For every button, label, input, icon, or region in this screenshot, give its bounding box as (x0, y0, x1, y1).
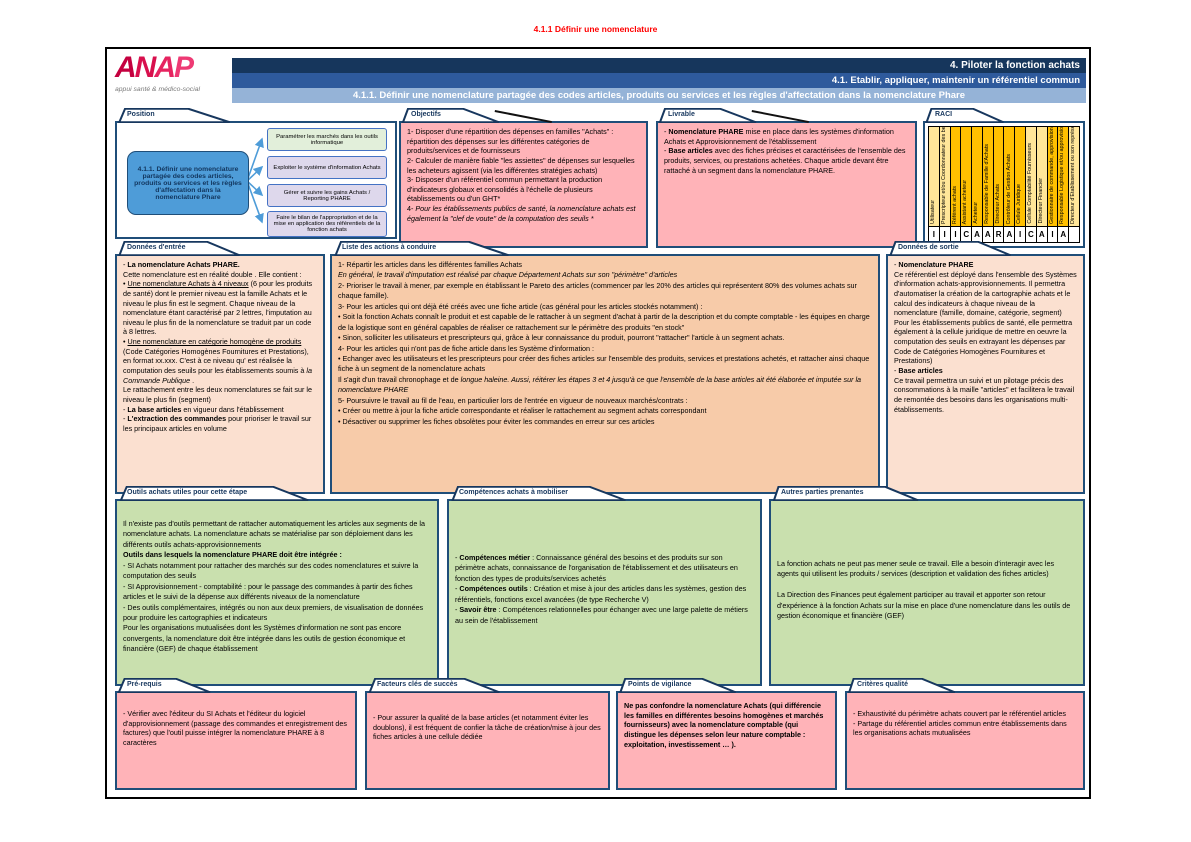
tab-vigilance: Points de vigilance (618, 678, 738, 693)
tab-donnees-entree: Données d'entrée (117, 241, 242, 256)
flow-arrows (246, 137, 264, 224)
flow-box-bilan-appropriation: Faire le bilan de l'appropriation et de … (267, 211, 387, 237)
raci-column: Prescripteur et/ou Coordonnateur des bes… (939, 127, 951, 242)
tab-prerequis: Pré-requis (117, 678, 212, 693)
tab-raci: RACI (925, 108, 1005, 123)
position-main-box: 4.1.1. Définir une nomenclature partagée… (127, 151, 249, 215)
tab-donnees-sortie: Données de sortie (888, 241, 1013, 256)
donnees-entree-text: - La nomenclature Achats PHARE.Cette nom… (123, 260, 313, 433)
tab-objectifs: Objectifs (401, 108, 501, 123)
position-panel: 4.1.1. Définir une nomenclature partagée… (115, 121, 397, 239)
autres-parties-panel: La fonction achats ne peut pas mener seu… (769, 499, 1085, 686)
facteurs-text: - Pour assurer la qualité de la base art… (373, 713, 601, 742)
tab-position: Position (117, 108, 232, 123)
outils-panel: Il n'existe pas d'outils permettant de r… (115, 499, 439, 686)
flow-box-exploiter-si-achats: Exploiter le système d'information Achat… (267, 156, 387, 179)
raci-column: Responsable Logistique et/ou approvision… (1058, 127, 1070, 242)
sheet-frame: ANAP appui santé & médico-social 4. Pilo… (105, 47, 1091, 799)
vigilance-panel: Ne pas confondre la nomenclature Achats … (616, 691, 837, 790)
prerequis-text: - Vérifier avec l'éditeur du SI Achats e… (123, 709, 347, 747)
facteurs-panel: - Pour assurer la qualité de la base art… (365, 691, 610, 790)
page-title: 4.1.1 Définir une nomenclature (533, 24, 658, 34)
tab-criteres: Critères qualité (847, 678, 957, 693)
header-level-3: 4.1.1. Définir une nomenclature partagée… (232, 88, 1086, 103)
livrable-text: - Nomenclature PHARE mise en place dans … (664, 127, 906, 175)
tab-facteurs: Facteurs clés de succès (367, 678, 502, 693)
vigilance-text: Ne pas confondre la nomenclature Achats … (624, 701, 824, 749)
tab-outils: Outils achats utiles pour cette étape (117, 486, 312, 501)
header-level-1: 4. Piloter la fonction achats (232, 58, 1086, 73)
outils-text: Il n'existe pas d'outils permettant de r… (123, 519, 425, 654)
raci-column: Gestionnaire de commande, approvisionneu… (1047, 127, 1059, 242)
header-level-2: 4.1. Etablir, appliquer, maintenir un ré… (232, 73, 1086, 88)
actions-text: 1- Répartir les articles dans les différ… (338, 260, 870, 426)
actions-panel: 1- Répartir les articles dans les différ… (330, 254, 880, 494)
tab-livrable: Livrable (658, 108, 758, 123)
prerequis-panel: - Vérifier avec l'éditeur du SI Achats e… (115, 691, 357, 790)
flow-box-parametrer-marches: Paramétrer les marchés dans les outils i… (267, 128, 387, 151)
tab-autres-parties: Autres parties prenantes (771, 486, 921, 501)
objectifs-panel: 1- Disposer d'une répartition des dépens… (399, 121, 648, 248)
donnees-entree-panel: - La nomenclature Achats PHARE.Cette nom… (115, 254, 325, 494)
anap-logo: ANAP appui santé & médico-social (115, 53, 230, 103)
autres-parties-text: La fonction achats ne peut pas mener seu… (777, 559, 1071, 621)
objectifs-text: 1- Disposer d'une répartition des dépens… (407, 127, 636, 223)
flow-box-gerer-gains: Gérer et suivre les gains Achats / Repor… (267, 184, 387, 207)
anap-logo-text: ANAP (115, 51, 194, 84)
anap-logo-tagline: appui santé & médico-social (115, 86, 201, 93)
tab-competences: Compétences achats à mobiliser (449, 486, 629, 501)
raci-column: Directeur d'Etablissement ou son représe… (1069, 127, 1079, 242)
criteres-panel: - Exhaustivité du périmètre achats couve… (845, 691, 1085, 790)
livrable-panel: - Nomenclature PHARE mise en place dans … (656, 121, 917, 248)
competences-panel: - Compétences métier : Connaissance géné… (447, 499, 762, 686)
competences-text: - Compétences métier : Connaissance géné… (455, 553, 748, 625)
criteres-text: - Exhaustivité du périmètre achats couve… (853, 709, 1067, 738)
tab-actions: Liste des actions à conduire (332, 241, 512, 256)
